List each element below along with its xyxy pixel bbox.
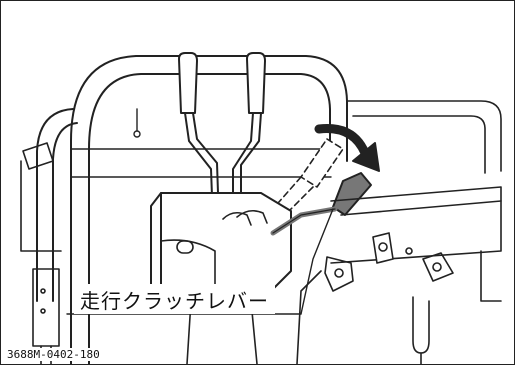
lever-alternate-position [270,138,344,220]
curved-arrow-icon [314,124,380,172]
left-side-panel [20,160,62,364]
right-deck [324,186,502,364]
control-box [150,192,292,302]
figure-code: 3688M-0402-180 [5,348,102,361]
callout-travel-clutch-lever: 走行クラッチレバー [74,284,275,314]
handle-frame [22,55,502,364]
callout-leader [66,208,334,315]
travel-clutch-lever [270,172,372,236]
